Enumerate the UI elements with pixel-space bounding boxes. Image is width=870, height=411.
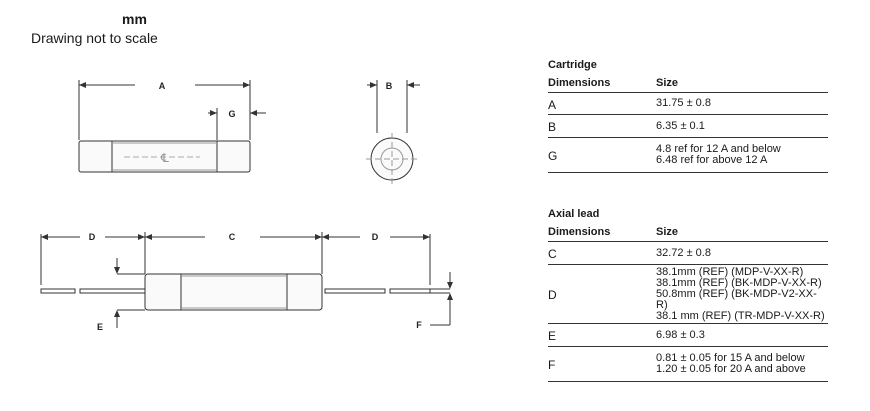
cartridge-dimensions-table: Cartridge Dimensions Size A 31.75 ± 0.8 … — [548, 58, 828, 173]
cartridge-header-row: Dimensions Size — [548, 76, 828, 93]
axial-title: Axial lead — [548, 208, 600, 220]
dim-label-a: A — [159, 81, 166, 91]
dim-label-d-left: D — [89, 232, 96, 242]
dimension-cell: D — [548, 288, 557, 302]
axial-lead-dimensions-table: Axial lead Dimensions Size C 32.72 ± 0.8… — [548, 207, 828, 382]
table-row: A 31.75 ± 0.8 — [548, 93, 828, 115]
table-row: E 6.98 ± 0.3 — [548, 324, 828, 347]
scale-note: Drawing not to scale — [31, 30, 158, 46]
centerline-symbol: ℄ — [160, 151, 169, 165]
col-dimensions: Dimensions — [548, 226, 611, 238]
size-cell: 38.1mm (REF) (MDP-V-XX-R) 38.1mm (REF) (… — [656, 265, 825, 322]
dim-label-c: C — [229, 232, 236, 242]
table-row: C 32.72 ± 0.8 — [548, 242, 828, 265]
col-size: Size — [656, 77, 679, 89]
size-cell: 6.35 ± 0.1 — [656, 119, 705, 132]
table-row: D 38.1mm (REF) (MDP-V-XX-R) 38.1mm (REF)… — [548, 265, 828, 324]
dim-label-d-right: D — [372, 232, 379, 242]
size-cell: 31.75 ± 0.8 — [656, 97, 711, 109]
dimension-cell: B — [548, 120, 557, 134]
dim-label-g: G — [228, 109, 235, 119]
axial-header-row: Dimensions Size — [548, 225, 828, 242]
units-label: mm — [122, 11, 147, 27]
size-cell: 32.72 ± 0.8 — [656, 246, 711, 259]
fuse-technical-drawing: A G B ℄ D C D E F — [40, 80, 453, 332]
dimension-cell: C — [548, 247, 557, 261]
table-row: G 4.8 ref for 12 A and below 6.48 ref fo… — [548, 138, 828, 173]
dimension-cell: A — [548, 97, 557, 112]
col-dimensions: Dimensions — [548, 77, 611, 89]
size-cell: 6.98 ± 0.3 — [656, 328, 705, 341]
dimension-cell: E — [548, 329, 557, 343]
table-row: F 0.81 ± 0.05 for 15 A and below 1.20 ± … — [548, 347, 828, 382]
dim-label-e: E — [97, 322, 103, 332]
size-cell: 0.81 ± 0.05 for 15 A and below 1.20 ± 0.… — [656, 352, 806, 375]
dimension-cell: G — [548, 149, 558, 163]
dimension-cell: F — [548, 358, 556, 372]
col-size: Size — [656, 226, 679, 238]
dim-label-f: F — [416, 320, 422, 330]
cartridge-title: Cartridge — [548, 59, 597, 71]
dim-label-b: B — [386, 81, 393, 91]
table-row: B 6.35 ± 0.1 — [548, 115, 828, 138]
size-cell: 4.8 ref for 12 A and below 6.48 ref for … — [656, 143, 781, 166]
